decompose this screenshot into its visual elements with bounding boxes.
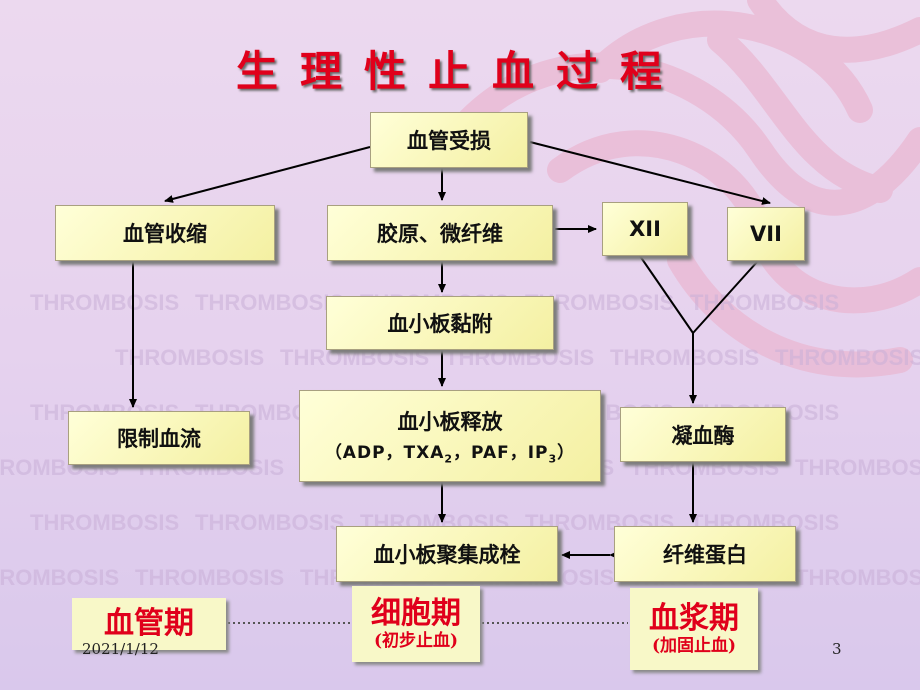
node-platelet-aggregation: 血小板聚集成栓 — [336, 526, 558, 582]
watermark-text: THROMBOSIS — [690, 290, 840, 315]
arrow-injury-to-constriction — [164, 146, 371, 203]
slide-date: 2021/1/12 — [82, 640, 159, 658]
subscript: 3 — [548, 452, 558, 466]
node-platelet-adhesion: 血小板黏附 — [326, 296, 554, 350]
node-factor-vii: VII — [727, 207, 805, 261]
watermark-text: THROMBOSIS — [775, 345, 920, 370]
node-label: 血小板释放 — [397, 410, 503, 435]
watermark-text: THROMBOSIS — [195, 510, 345, 535]
phase-title: 细胞期 — [371, 596, 461, 631]
node-label: 凝血酶 — [671, 423, 735, 448]
node-restrict-flow: 限制血流 — [68, 411, 250, 465]
watermark-text: THROMBOSIS — [135, 565, 285, 590]
watermark-text: THROMBOSIS — [30, 510, 180, 535]
node-label: 血小板黏附 — [387, 312, 493, 336]
watermark-text: THROMBOSIS — [0, 565, 120, 590]
node-label: 血小板聚集成栓 — [373, 543, 521, 567]
arrow-injury-to-vii — [529, 141, 771, 205]
watermark-text: THROMBOSIS — [30, 290, 180, 315]
phase-vascular: 血管期 — [72, 598, 226, 650]
phase-title: 血浆期 — [649, 601, 739, 636]
phase-cellular: 细胞期 (初步止血) — [352, 586, 480, 662]
node-label: 血管受损 — [407, 129, 491, 153]
subscript: 2 — [444, 452, 454, 466]
phase-title: 血管期 — [104, 606, 194, 641]
mediator-text: ） — [557, 443, 576, 464]
phase-subtitle: (初步止血) — [373, 631, 459, 651]
node-label: 胶原、微纤维 — [377, 222, 503, 246]
node-fibrin: 纤维蛋白 — [614, 526, 796, 582]
watermark-text: THROMBOSIS — [195, 290, 345, 315]
watermark-text: THROMBOSIS — [115, 345, 265, 370]
node-label: 血管收缩 — [123, 222, 207, 246]
line-xii-to-junction — [639, 255, 694, 334]
phase-subtitle: (加固止血) — [651, 636, 737, 656]
node-vasoconstriction: 血管收缩 — [55, 205, 275, 261]
release-mediators: （ADP，TXA2，PAF，IP3） — [325, 438, 575, 465]
slide-title: 生理性止血过程 — [235, 47, 684, 96]
node-vessel-injury: 血管受损 — [370, 112, 528, 168]
mediator-text: （ADP，TXA — [324, 443, 445, 464]
phase-plasma: 血浆期 (加固止血) — [630, 588, 758, 670]
line-vii-to-junction — [692, 261, 758, 334]
slide-page-number: 3 — [832, 640, 842, 658]
node-platelet-release: 血小板释放 （ADP，TXA2，PAF，IP3） — [299, 390, 601, 482]
watermark-text: THROMBOSIS — [795, 565, 920, 590]
watermark-text: THROMBOSIS — [610, 345, 760, 370]
node-label: XII — [629, 217, 661, 241]
node-label: 限制血流 — [117, 427, 201, 451]
node-thrombin: 凝血酶 — [620, 407, 786, 462]
watermark-text: THROMBOSIS — [795, 455, 920, 480]
node-label: 纤维蛋白 — [663, 543, 747, 567]
node-factor-xii: XII — [602, 202, 688, 256]
mediator-text: ，PAF，IP — [453, 443, 549, 464]
node-collagen: 胶原、微纤维 — [327, 205, 553, 261]
node-label: VII — [750, 222, 782, 246]
